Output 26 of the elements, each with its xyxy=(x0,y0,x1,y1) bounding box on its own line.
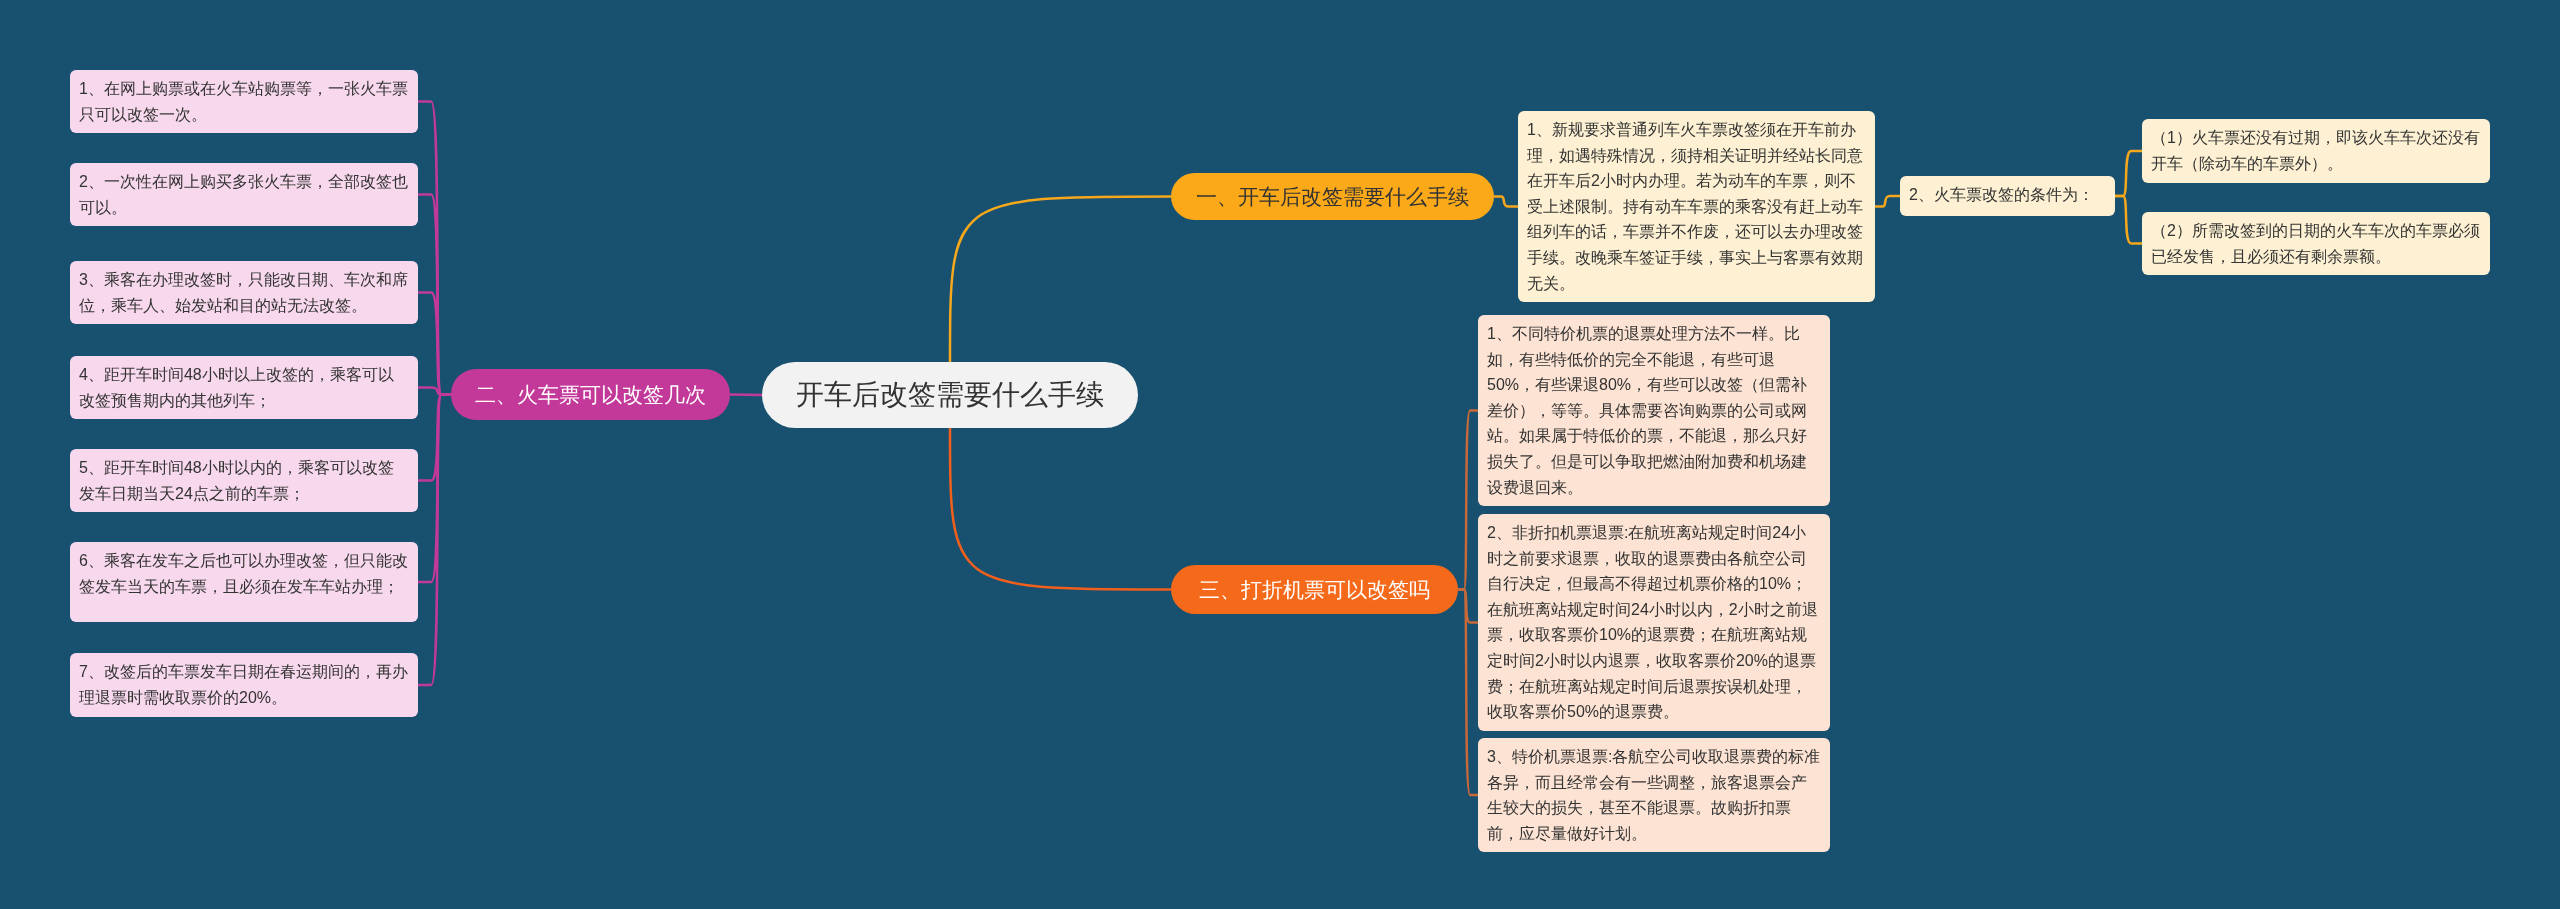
branch-topic: 二、火车票可以改签几次 xyxy=(451,369,730,420)
connector-line xyxy=(1458,588,1478,797)
connector-line xyxy=(948,195,1171,362)
note-box: （2）所需改签到的日期的火车车次的车票必须已经发售，且必须还有剩余票额。 xyxy=(2142,212,2490,276)
connector-line xyxy=(418,393,451,687)
connector-line xyxy=(1494,195,1518,208)
note-box: 7、改签后的车票发车日期在春运期间的，再办理退票时需收取票价的20%。 xyxy=(70,653,418,717)
note-box: 2、火车票改签的条件为： xyxy=(1900,176,2115,216)
note-box: 2、非折扣机票退票:在航班离站规定时间24小时之前要求退票，收取的退票费由各航空公司自行决定，但最高不得超过机票价格的10%；在航班离站规定时间24小时以内，2小时之前退票，收取客票价10%的退票费；在航班离站规定时间2小时以内退票，收取客票价20%的退票费；在航班离站规定时间后退票按误机处理，收取客票价50%的退票费。 xyxy=(1478,514,1830,731)
note-box: 1、在网上购票或在火车站购票等，一张火车票只可以改签一次。 xyxy=(70,70,418,134)
note-box: 1、不同特价机票的退票处理方法不一样。比如，有些特低价的完全不能退，有些可退50%，有些课退80%，有些可以改签（但需补差价），等等。具体需要咨询购票的公司或网站。如果属于特低价的票，不能退，那么只好损失了。但是可以争取把燃油附加费和机场建设费退回来。 xyxy=(1478,315,1830,507)
branch-topic: 三、打折机票可以改签吗 xyxy=(1171,565,1458,614)
note-box: 3、特价机票退票:各航空公司收取退票费的标准各异，而且经常会有一些调整，旅客退票会产生较大的损失，甚至不能退票。故购折扣票前，应尽量做好计划。 xyxy=(1478,738,1830,853)
note-box: 3、乘客在办理改签时，只能改日期、车次和席位，乘车人、始发站和目的站无法改签。 xyxy=(70,261,418,325)
note-box: 5、距开车时间48小时以内的，乘客可以改签发车日期当天24点之前的车票； xyxy=(70,449,418,513)
connector-line xyxy=(1875,194,1900,208)
note-box: 1、新规要求普通列车火车票改签须在开车前办理，如遇特殊情况，须持相关证明并经站长同意在开车后2小时内办理。若为动车的车票，则不受上述限制。持有动车车票的乘客没有赶上动车组列车的话，车票并不作废，还可以去办理改签手续。改晚乘车签证手续，事实上与客票有效期无关。 xyxy=(1518,111,1875,303)
central-topic: 开车后改签需要什么手续 xyxy=(762,362,1138,428)
branch-topic: 一、开车后改签需要什么手续 xyxy=(1171,173,1494,220)
note-box: （1）火车票还没有过期，即该火车车次还没有开车（除动车的车票外）。 xyxy=(2142,119,2490,183)
connector-line xyxy=(2115,194,2142,245)
connector-line xyxy=(729,393,763,397)
note-box: 2、一次性在网上购买多张火车票，全部改签也可以。 xyxy=(70,163,418,227)
connector-line xyxy=(948,428,1171,591)
note-box: 6、乘客在发车之后也可以办理改签，但只能改签发车当天的车票，且必须在发车车站办理； xyxy=(70,542,418,622)
note-box: 4、距开车时间48小时以上改签的，乘客可以改签预售期内的其他列车； xyxy=(70,356,418,420)
